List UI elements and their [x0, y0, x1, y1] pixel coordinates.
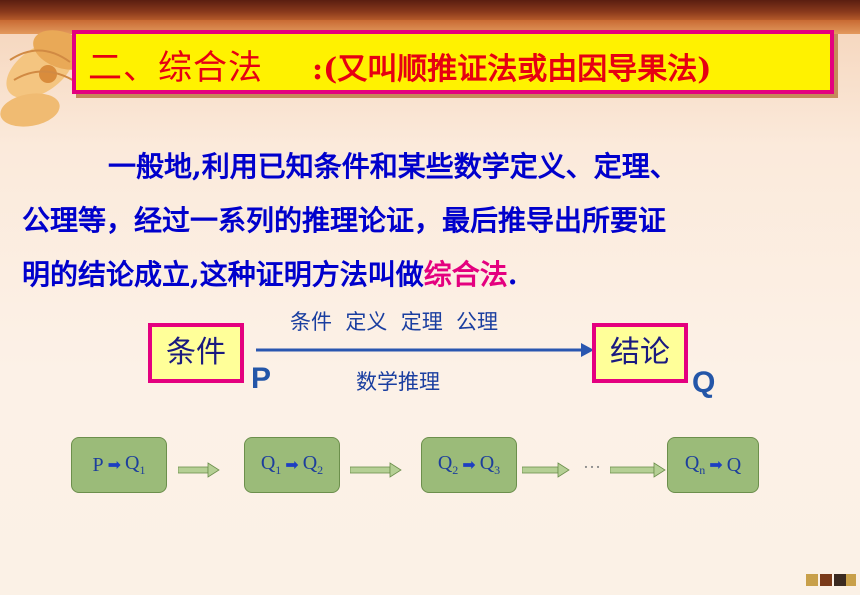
chain-box-2: Q1 ➡ Q2 [244, 437, 340, 493]
chain-2-left-sub: 1 [275, 463, 282, 477]
paragraph-line-3-text: 明的结论成立,这种证明方法叫做 [22, 258, 424, 291]
green-arrow-icon [610, 462, 666, 478]
letter-q: Q [692, 366, 716, 399]
chain-1-left: P [92, 453, 104, 476]
green-arrow-icon [350, 462, 402, 478]
chain-4-left-sub: n [699, 463, 706, 477]
paragraph-line-3: 明的结论成立,这种证明方法叫做综合法. [22, 248, 842, 302]
chain-ellipsis: … [583, 452, 601, 472]
chain-3-left-base: Q [437, 452, 453, 474]
main-arrow-icon [256, 343, 594, 357]
chain-2-right: Q2 [303, 452, 323, 478]
title-main: 二、综合法 [88, 48, 263, 88]
title-banner: 二、综合法 :(又叫顺推证法或由因导果法) [72, 30, 834, 94]
blue-arrow-icon: ➡ [107, 457, 122, 474]
blue-arrow-icon: ➡ [709, 457, 723, 474]
chain-box-4: Qn ➡ Q [667, 437, 759, 493]
slide-background [0, 34, 860, 595]
chain-2-right-base: Q [302, 452, 318, 474]
corner-square-decor [834, 574, 846, 586]
chain-2-left-base: Q [260, 452, 276, 474]
arrow-top-label: 条件 定义 定理 公理 [290, 310, 499, 334]
chain-1-right-base: Q [125, 452, 140, 474]
blue-arrow-icon: ➡ [462, 457, 476, 474]
chain-3-left-sub: 2 [452, 463, 459, 477]
chain-3-right-sub: 3 [494, 463, 501, 477]
condition-box: 条件 [148, 323, 244, 383]
chain-4-right: Q [726, 453, 742, 476]
top-decor-band [0, 0, 860, 20]
definition-paragraph: 一般地,利用已知条件和某些数学定义、定理、 公理等，经过一系列的推理论证，最后推… [22, 140, 842, 302]
conclusion-box: 结论 [592, 323, 688, 383]
paragraph-line-1: 一般地,利用已知条件和某些数学定义、定理、 [108, 150, 678, 183]
chain-box-1: P ➡ Q1 [71, 437, 167, 493]
letter-p: P [251, 362, 272, 395]
chain-4-left: Qn [685, 452, 705, 478]
corner-square-decor [806, 574, 818, 586]
chain-3-right: Q3 [480, 452, 500, 478]
corner-square-decor [846, 574, 856, 586]
chain-1-right: Q1 [125, 452, 145, 478]
chain-1-right-sub: 1 [139, 463, 146, 477]
pasta-decoration-icon [0, 30, 91, 127]
highlight-term: 综合法 [423, 258, 508, 291]
chain-2-right-sub: 2 [317, 463, 324, 477]
corner-square-decor [820, 574, 832, 586]
green-arrow-icon [522, 462, 570, 478]
chain-box-3: Q2 ➡ Q3 [421, 437, 517, 493]
conclusion-label: 结论 [610, 335, 670, 370]
chain-3-right-base: Q [479, 452, 495, 474]
condition-label: 条件 [166, 335, 226, 370]
paragraph-line-2: 公理等，经过一系列的推理论证，最后推导出所要证 [22, 204, 667, 237]
title-sub: :(又叫顺推证法或由因导果法) [312, 52, 712, 87]
chain-3-left: Q2 [438, 452, 458, 478]
chain-4-left-base: Q [684, 452, 700, 474]
green-arrow-icon [178, 462, 220, 478]
chain-2-left: Q1 [261, 452, 281, 478]
paragraph-period: . [507, 258, 518, 291]
blue-arrow-icon: ➡ [285, 457, 299, 474]
arrow-bottom-label: 数学推理 [356, 370, 440, 394]
